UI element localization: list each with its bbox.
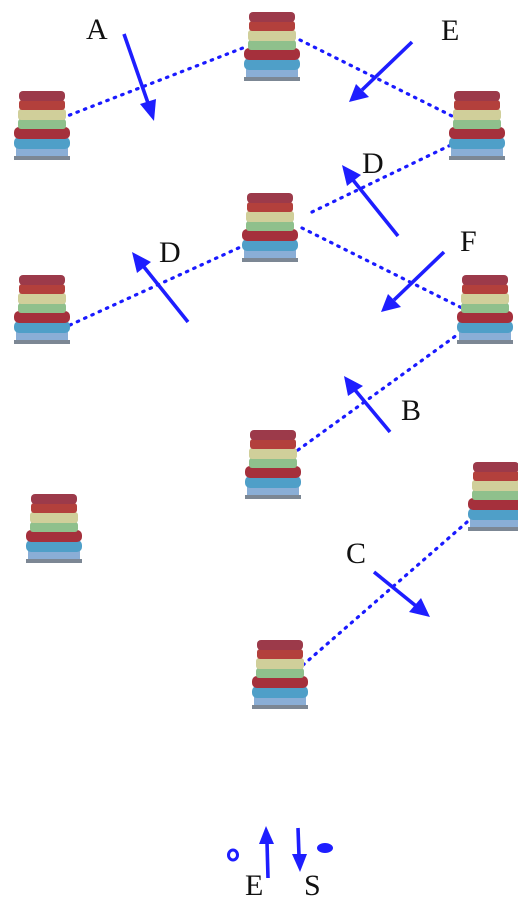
stacked-rolls-icon <box>26 494 82 563</box>
connection-links <box>60 38 476 667</box>
arrow-e-legend <box>259 826 274 879</box>
arrows <box>122 33 446 879</box>
stacked-rolls-icon <box>244 12 300 81</box>
label-d-right: D <box>362 147 384 180</box>
label-e-legend: E <box>245 869 263 901</box>
arrow-c <box>372 570 430 617</box>
arrow-a <box>122 33 156 121</box>
label-c: C <box>346 537 366 570</box>
legend-markers <box>227 843 333 862</box>
label-s-legend: S <box>304 869 321 901</box>
stacked-rolls-icon <box>252 640 308 709</box>
stacks <box>14 12 518 709</box>
label-b: B <box>401 394 421 427</box>
stacked-rolls-icon <box>242 193 298 262</box>
stacked-rolls-icon <box>14 91 70 160</box>
arrow-b <box>344 376 392 434</box>
stacked-rolls-icon <box>468 462 518 531</box>
link-bottom1-right2 <box>296 333 459 452</box>
arrow-e-top <box>349 40 414 102</box>
link-bottom2-right3 <box>301 514 476 667</box>
link-top-right1 <box>298 38 462 122</box>
blue-ellipse-icon <box>317 843 333 853</box>
arrow-d-left <box>132 252 190 324</box>
labels: A E D F D B C E S <box>86 13 477 901</box>
label-e-top: E <box>441 14 459 47</box>
arrow-d-right <box>342 165 400 238</box>
link-left1-top <box>60 44 250 120</box>
link-mid-right1 <box>310 141 457 214</box>
stacked-rolls-icon <box>457 275 513 344</box>
blue-ellipse-icon <box>227 848 239 862</box>
stacked-rolls-icon <box>14 275 70 344</box>
arrow-s-legend <box>292 827 307 872</box>
stacked-rolls-icon <box>449 91 505 160</box>
label-f: F <box>460 225 477 258</box>
label-d-left: D <box>159 236 181 269</box>
label-a: A <box>86 13 108 46</box>
arrow-f <box>381 250 446 312</box>
link-mid-right2 <box>300 226 468 312</box>
stacked-rolls-icon <box>245 430 301 499</box>
